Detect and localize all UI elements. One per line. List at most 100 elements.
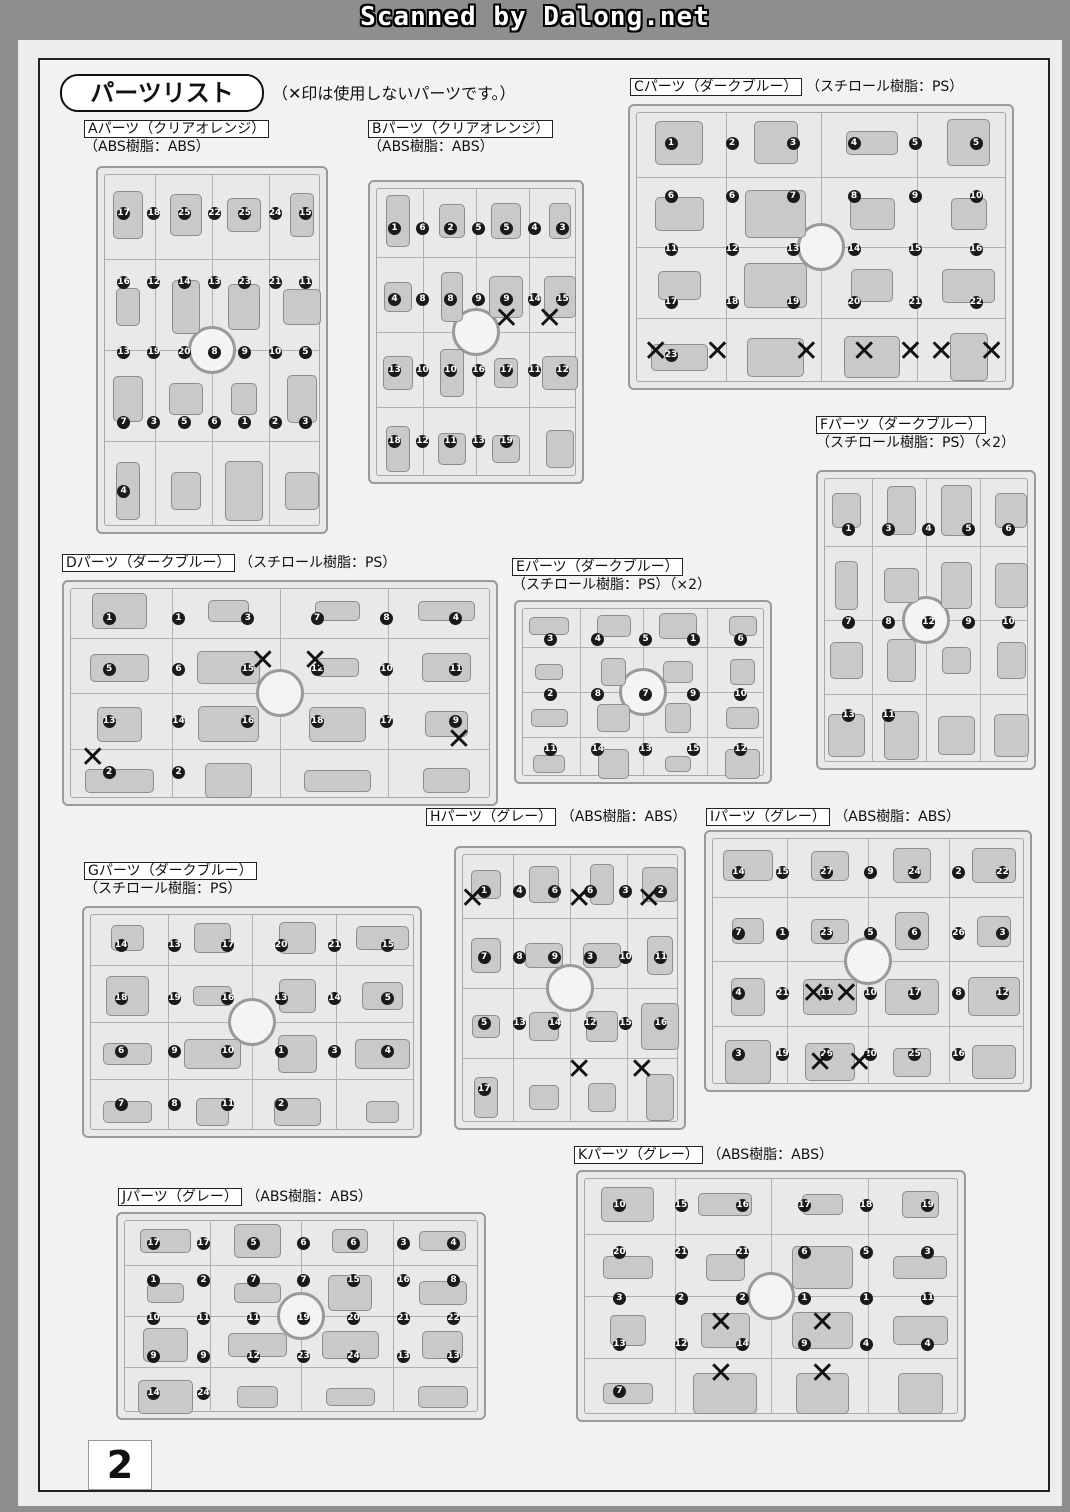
unused-part-x-icon: ✕	[833, 976, 859, 1012]
runner-sprue-bar	[462, 918, 678, 919]
part-number-marker: 16	[736, 1199, 750, 1213]
plastic-part	[665, 703, 692, 733]
part-number-marker: 2	[543, 688, 557, 701]
runner-center-ring	[228, 998, 276, 1046]
part-number-marker: 16	[952, 1047, 965, 1061]
runner-sprue-bar	[872, 478, 873, 762]
plastic-part	[422, 768, 471, 794]
part-number-marker: 16	[117, 276, 131, 290]
part-number-marker: 9	[472, 292, 485, 306]
part-number-marker: 14	[177, 276, 191, 290]
part-number-marker: 1	[274, 1044, 288, 1058]
plastic-part	[365, 1100, 400, 1124]
part-number-marker: 4	[921, 1338, 935, 1352]
part-number-marker: 8	[444, 292, 457, 306]
part-number-marker: 15	[908, 243, 922, 256]
part-number-marker: 3	[619, 885, 632, 898]
part-number-marker: 24	[197, 1387, 210, 1401]
runner-sprue-bar	[423, 188, 424, 476]
runner-sprue-bar	[712, 896, 1024, 898]
part-number-marker: 12	[310, 663, 324, 677]
runner-J-name: Jパーツ（グレー）	[118, 1188, 242, 1206]
part-number-marker: 14	[548, 1017, 562, 1030]
runner-G-material: （スチロール樹脂：PS）	[84, 881, 242, 897]
part-number-marker: 11	[820, 987, 833, 1001]
part-number-marker: 4	[732, 987, 745, 1001]
part-number-marker: 9	[908, 189, 922, 203]
runner-E-qty: （×2）	[669, 577, 711, 593]
unused-part-x-icon: ✕	[446, 722, 472, 758]
part-number-marker: 21	[397, 1312, 410, 1325]
runner-center-ring	[747, 1272, 795, 1320]
part-number-marker: 13	[447, 1349, 460, 1363]
part-number-marker: 20	[274, 938, 288, 952]
part-number-marker: 17	[500, 363, 513, 377]
part-number-marker: 16	[221, 991, 235, 1005]
plastic-part	[830, 641, 863, 680]
part-number-marker: 10	[416, 363, 429, 377]
part-number-marker: 11	[247, 1312, 260, 1325]
part-number-marker: 22	[969, 296, 983, 310]
plastic-part	[968, 977, 1020, 1017]
runner-sprue-bar	[787, 838, 788, 1084]
part-number-marker: 15	[298, 206, 312, 220]
plastic-part	[995, 493, 1028, 528]
runner-sprue-bar	[336, 914, 337, 1130]
part-number-marker: 15	[776, 866, 789, 880]
plastic-part	[597, 704, 631, 732]
part-number-marker: 2	[197, 1274, 210, 1288]
part-number-marker: 21	[268, 276, 282, 290]
runner-sprue-bar	[980, 478, 981, 762]
unused-part-x-icon: ✕	[636, 881, 662, 917]
runner-sprue-bar	[209, 1220, 211, 1412]
runner-F-qty: （×2）	[973, 435, 1015, 451]
part-number-marker: 21	[908, 296, 922, 310]
plastic-part	[725, 1040, 771, 1085]
part-number-marker: 18	[114, 991, 128, 1005]
plastic-part	[137, 1379, 193, 1415]
plastic-part	[893, 1256, 948, 1279]
part-number-marker: 18	[388, 434, 401, 448]
plastic-part	[282, 289, 322, 325]
part-number-marker: 26	[820, 1047, 833, 1061]
plastic-part	[831, 492, 862, 529]
part-number-marker: 5	[381, 991, 395, 1005]
runner-sprue-bar	[70, 637, 490, 639]
runner-sprue-bar	[376, 257, 576, 258]
runner-sprue-bar	[124, 1265, 478, 1266]
part-number-marker: 4	[922, 522, 935, 536]
part-number-marker: 1	[664, 136, 678, 150]
part-number-marker: 11	[221, 1097, 235, 1111]
part-number-marker: 23	[664, 349, 678, 363]
part-number-marker: 13	[102, 714, 116, 728]
part-number-marker: 6	[347, 1236, 360, 1250]
part-number-marker: 2	[736, 1292, 750, 1305]
part-number-marker: 25	[238, 206, 252, 220]
unused-part-x-icon: ✕	[800, 976, 827, 1012]
runner-F-name: Fパーツ（ダークブルー）	[816, 416, 986, 434]
plastic-part	[314, 601, 361, 622]
plastic-part	[224, 460, 264, 522]
part-number-marker: 11	[528, 363, 541, 377]
plastic-part	[170, 472, 202, 510]
runner-sprue-bar	[584, 1358, 958, 1359]
plastic-part	[950, 198, 987, 231]
part-number-marker: 9	[797, 1338, 811, 1352]
part-number-marker: 1	[859, 1292, 873, 1305]
runner-sprue-bar	[522, 737, 764, 738]
part-number-marker: 6	[208, 415, 221, 429]
part-number-marker: 12	[556, 363, 569, 377]
plastic-part	[892, 1315, 948, 1346]
plastic-part	[421, 653, 472, 683]
runner-sprue-bar	[529, 188, 530, 476]
part-number-marker: 14	[847, 243, 861, 256]
plastic-part	[726, 707, 760, 729]
plastic-part	[810, 918, 850, 944]
part-number-marker: 15	[556, 292, 569, 306]
part-number-marker: 2	[172, 766, 185, 780]
part-number-marker: 13	[612, 1338, 626, 1352]
part-number-marker: 3	[882, 522, 895, 536]
runner-D-label: Dパーツ（ダークブルー） （スチロール樹脂：PS）	[62, 554, 396, 572]
part-number-marker: 10	[147, 1312, 160, 1325]
part-number-marker: 11	[197, 1312, 210, 1325]
